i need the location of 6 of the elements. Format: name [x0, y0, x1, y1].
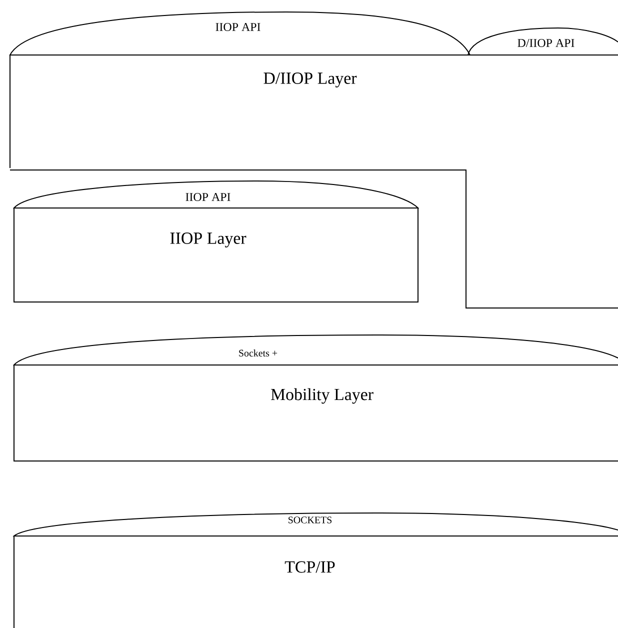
- api-cap: D/IIOP API: [468, 28, 618, 56]
- api-cap: SOCKETS: [14, 512, 618, 536]
- api-cap: Sockets +: [14, 334, 618, 366]
- layer-box: Mobility Layer: [14, 364, 618, 462]
- api-cap: IIOP API: [10, 12, 470, 56]
- layer-box: TCP/IP: [14, 536, 618, 628]
